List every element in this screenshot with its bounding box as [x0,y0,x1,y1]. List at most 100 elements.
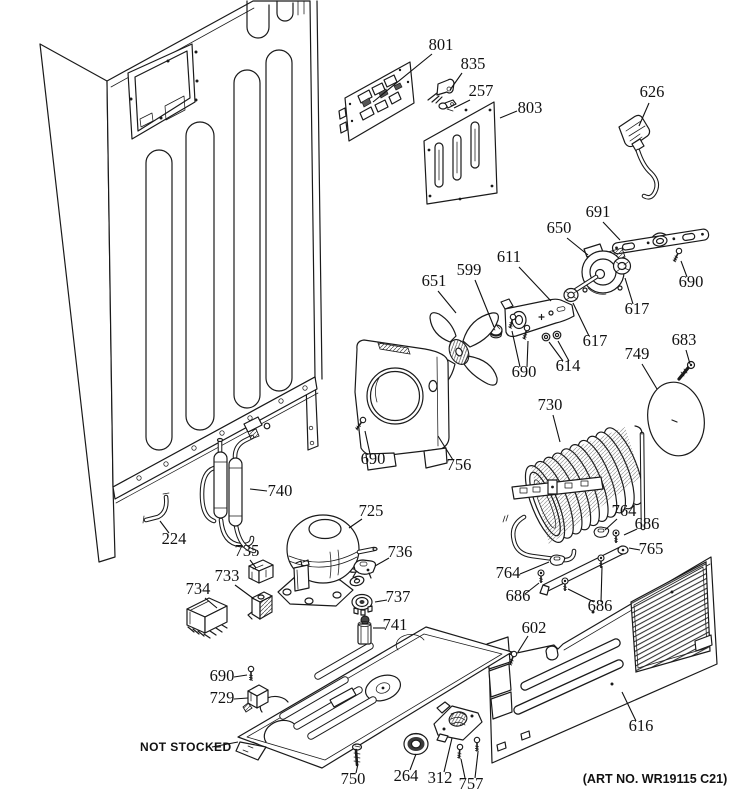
part-label: 614 [556,356,581,375]
part-label: 733 [215,566,240,585]
part-label: 690 [512,362,537,381]
tube-224 [142,492,170,524]
leader-line [474,751,479,779]
part-label: 599 [457,260,482,279]
part-label: 650 [547,218,572,237]
leader-line [460,758,466,779]
part-label: 765 [639,539,664,558]
callout-764: 764 [604,501,636,531]
leader-line [624,277,634,305]
leader-line [511,330,521,368]
callout-602: 602 [517,618,547,653]
overload-733 [247,591,273,620]
part-label: 264 [394,766,419,785]
callout-734: 734 [186,579,218,609]
callouts-layer: 8018352578036266916506116906176175996516… [140,35,703,793]
leader-line [204,597,218,609]
leader-line [437,290,457,314]
part-label: 690 [361,449,386,468]
callout-257: 257 [453,81,494,109]
leader-line [526,340,529,368]
callout-741: 741 [373,615,407,634]
condenser-coil-730 [502,425,646,563]
leader-line [600,566,603,603]
callout-757: 757 [459,751,484,793]
part-label: 257 [469,81,494,100]
leader-line [449,72,463,91]
part-label: 730 [538,395,563,414]
opening-screw-dots [129,50,199,120]
callout-835: 835 [449,54,485,91]
leader-line [552,414,561,443]
leader-line [524,582,540,595]
leader-line [519,561,550,575]
part-label: 735 [235,541,260,560]
nuts-614 [541,330,562,342]
bolt-683 [677,360,696,381]
callout-686: 686 [623,514,659,536]
inverter-734 [186,597,228,639]
drier-assembly-740 [199,428,260,554]
leader-line [518,266,552,302]
leader-line [474,279,495,328]
leader-line [604,518,618,531]
part-label: 725 [359,501,384,520]
callout-765: 765 [628,539,664,558]
screw-690-a [670,246,684,264]
callout-617: 617 [572,302,608,350]
callout-737: 737 [374,587,411,606]
part-label: 683 [672,330,697,349]
leader-line [233,697,249,700]
callout-749: 749 [625,344,658,390]
condenser-support-bar [539,545,629,596]
callout-626: 626 [638,82,664,127]
main-control-board [338,61,415,142]
leader-line [443,737,453,773]
roller-264 [403,732,429,756]
clip-764-b [549,554,566,566]
leader-line [374,557,390,567]
leader-line [374,599,388,603]
callout-224: 224 [159,520,186,548]
clip-736 [352,559,377,580]
leader-line [499,110,518,119]
grommet-737 [351,593,373,616]
part-label: 750 [341,769,366,788]
leader-line [628,547,641,551]
callout-616: 616 [621,691,654,735]
grommet-617-right [612,257,632,275]
cover-panel-803 [423,101,498,205]
part-729 [242,684,269,713]
callout-803: 803 [499,98,542,119]
callout-650: 650 [547,218,589,256]
callout-764: 764 [496,561,550,582]
part-label: NOT STOCKED [140,740,232,754]
callout-729: 729 [210,688,249,707]
part-label: 737 [386,587,411,606]
part-label: 617 [583,331,608,350]
callout-736: 736 [374,542,412,567]
fan-shroud-756 [354,339,450,471]
part-label: 756 [447,455,472,474]
callout-651: 651 [422,271,457,314]
leader-line [159,520,170,534]
leader-line [623,528,638,536]
callout-690: 690 [210,666,248,685]
part-label: 616 [629,716,654,735]
leader-line [548,341,564,362]
callout-690: 690 [361,430,386,468]
part-label: 602 [522,618,547,637]
motor-bracket-691 [611,228,710,255]
part-label: 757 [459,774,484,793]
leader-line [211,741,239,748]
callout-686: 686 [567,566,612,615]
callout-599: 599 [457,260,495,328]
callout-690: 690 [511,330,537,381]
leader-line [621,691,637,722]
part-label: 686 [506,586,531,605]
callout-730: 730 [538,395,563,443]
screw-686-a [612,529,620,544]
part-label: 801 [429,35,454,54]
